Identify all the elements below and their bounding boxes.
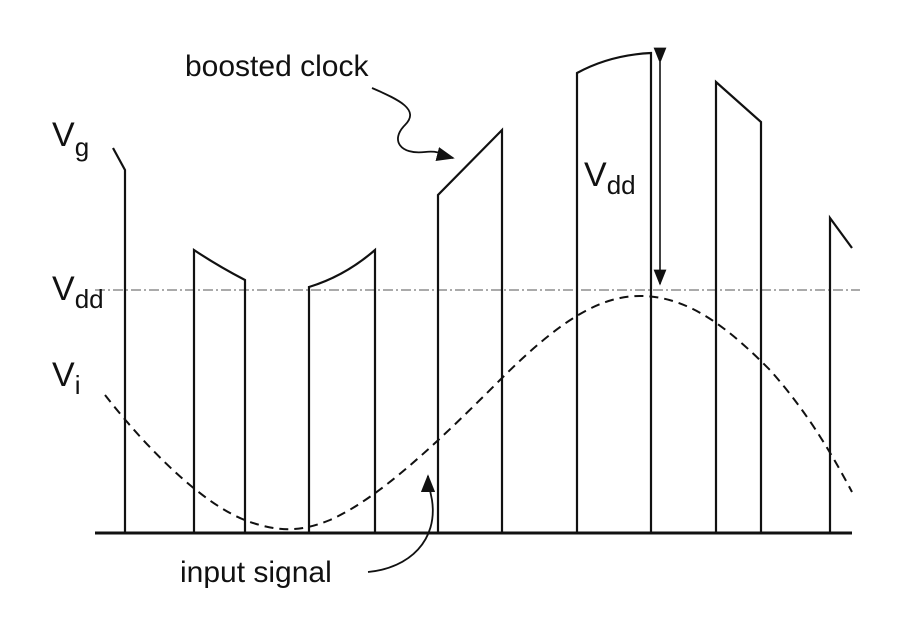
clock-pulse-1 <box>112 147 127 533</box>
clock-pulse-4 <box>436 127 504 533</box>
clock-pulse-3 <box>307 247 377 533</box>
input-signal-pointer-arrow <box>367 474 436 573</box>
vdd-span-label: Vdd <box>584 156 636 200</box>
vg-label: Vg <box>52 116 89 162</box>
vdd-axis-label: Vdd <box>52 270 104 314</box>
boosted-clock-pointer-arrow <box>371 87 455 162</box>
boosted-clock-waveform <box>112 51 853 533</box>
clock-pulse-5 <box>575 51 653 533</box>
input-signal-waveform <box>104 294 853 531</box>
boosted-clock-label: boosted clock <box>185 50 369 83</box>
clock-pulse-2 <box>192 247 247 533</box>
clock-pulse-6 <box>714 79 763 533</box>
input-signal-label: input signal <box>180 556 332 589</box>
vi-label: Vi <box>52 356 80 400</box>
clock-pulse-7 <box>828 214 853 533</box>
